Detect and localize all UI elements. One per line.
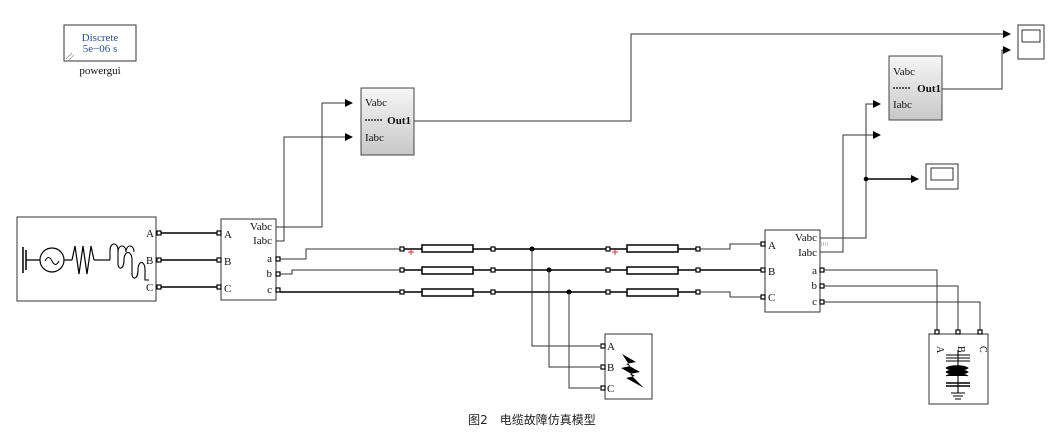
wire-out1-right-to-scope bbox=[942, 46, 1011, 90]
rlc-load-icon bbox=[945, 350, 970, 393]
meas-left-in-b: B bbox=[224, 256, 231, 268]
load-port-b-label: B bbox=[955, 346, 966, 353]
meas-right-out-c: c bbox=[812, 296, 817, 308]
source-port-a[interactable] bbox=[156, 230, 162, 236]
measurement-block-left[interactable]: A B C Vabc Iabc a b c bbox=[216, 218, 281, 301]
load-port-a-label: A bbox=[934, 346, 945, 354]
figure-caption: 图2 电缆故障仿真模型 bbox=[468, 412, 596, 427]
subsys-left-vabc: Vabc bbox=[365, 97, 387, 109]
cable-phase-a-2 bbox=[626, 244, 679, 253]
inductor-icon bbox=[109, 243, 149, 281]
source-port-c-label: C bbox=[146, 282, 153, 294]
load-wires bbox=[824, 269, 981, 330]
source-port-c[interactable] bbox=[156, 284, 162, 290]
cable-phase-a-1 bbox=[421, 244, 474, 253]
subsystem-left[interactable]: Vabc Iabc Out1 bbox=[360, 87, 415, 156]
meas-left-port-out-b[interactable] bbox=[275, 271, 281, 277]
cable-phase-b-2 bbox=[626, 266, 679, 275]
meas-left-out-a: a bbox=[267, 253, 272, 265]
scope-screen-icon bbox=[930, 167, 954, 181]
resistor-icon bbox=[71, 245, 110, 275]
meas-right-out-b: b bbox=[812, 280, 818, 292]
cable-phase-b-1 bbox=[421, 266, 474, 275]
meas-left-in-c: C bbox=[224, 283, 231, 295]
link-icon bbox=[65, 52, 75, 62]
polarity-marker-icon bbox=[408, 249, 414, 255]
meas-left-port-out-c[interactable] bbox=[275, 287, 281, 293]
meas-left-out-c: c bbox=[267, 284, 272, 296]
subsys-right-iabc: Iabc bbox=[893, 99, 912, 111]
scope-top[interactable] bbox=[1017, 24, 1045, 60]
meas-left-out-b: b bbox=[267, 268, 273, 280]
meas-right-in-c: C bbox=[768, 292, 775, 304]
left-signal-wires bbox=[276, 99, 353, 242]
polarity-marker-icon bbox=[612, 249, 618, 255]
ground-icon bbox=[951, 392, 965, 400]
source-port-a-label: A bbox=[146, 228, 154, 240]
three-phase-source-block[interactable]: A B C bbox=[16, 216, 162, 302]
source-to-measurement-wires bbox=[161, 232, 217, 288]
meas-left-iabc: Iabc bbox=[253, 235, 272, 247]
meas-left-in-a: A bbox=[224, 229, 232, 241]
powergui-sample-time: 5e−06 s bbox=[83, 43, 118, 55]
cable-phase-c-2 bbox=[626, 288, 679, 297]
subsys-left-iabc: Iabc bbox=[365, 132, 384, 144]
subsystem-right[interactable]: Vabc Iabc Out1 bbox=[888, 55, 943, 121]
fault-port-c-label: C bbox=[607, 383, 614, 395]
powergui-block[interactable]: Discrete 5e−06 s powergui bbox=[63, 24, 137, 77]
meas-left-port-out-a[interactable] bbox=[275, 256, 281, 262]
meas-right-in-a: A bbox=[768, 240, 776, 252]
cable-section-1[interactable] bbox=[399, 244, 496, 297]
right-signal-wires bbox=[820, 100, 919, 253]
wire-out1-left-to-scope bbox=[414, 30, 1011, 122]
meas-right-out-a: a bbox=[812, 265, 817, 277]
meas-left-vabc: Vabc bbox=[250, 221, 272, 233]
powergui-label: powergui bbox=[79, 65, 120, 77]
subsys-left-out1: Out1 bbox=[387, 115, 411, 127]
meas-right-vabc: Vabc bbox=[795, 232, 817, 244]
cable-phase-c-1 bbox=[421, 288, 474, 297]
fault-port-a-label: A bbox=[607, 341, 615, 353]
source-port-b[interactable] bbox=[156, 257, 162, 263]
cable-section-2[interactable] bbox=[605, 244, 701, 297]
scope-screen-icon bbox=[1021, 29, 1041, 43]
fault-block[interactable]: A B C bbox=[600, 333, 653, 400]
meas-left-port-c[interactable] bbox=[216, 284, 222, 290]
powergui-mode: Discrete bbox=[82, 32, 119, 44]
phase-wires-right bbox=[700, 243, 761, 298]
load-port-c-label: C bbox=[977, 346, 988, 353]
fault-port-b-label: B bbox=[607, 362, 614, 374]
subsys-right-out1: Out1 bbox=[917, 83, 941, 95]
meas-right-iabc: Iabc bbox=[798, 247, 817, 259]
subsys-right-vabc: Vabc bbox=[893, 66, 915, 78]
load-block[interactable]: A B C bbox=[928, 329, 989, 405]
middle-bus bbox=[495, 246, 606, 389]
meas-left-port-a[interactable] bbox=[216, 230, 222, 236]
ac-source-icon bbox=[39, 247, 72, 273]
measurement-block-right[interactable]: A B C Vabc Iabc a b c bbox=[760, 229, 829, 313]
meas-right-in-b: B bbox=[768, 266, 775, 278]
scope-middle[interactable] bbox=[925, 163, 959, 190]
lightning-icon bbox=[621, 354, 644, 388]
ground-icon bbox=[22, 247, 40, 273]
phase-wires-left bbox=[280, 248, 400, 293]
source-port-b-label: B bbox=[146, 255, 153, 267]
meas-left-port-b[interactable] bbox=[216, 257, 222, 263]
